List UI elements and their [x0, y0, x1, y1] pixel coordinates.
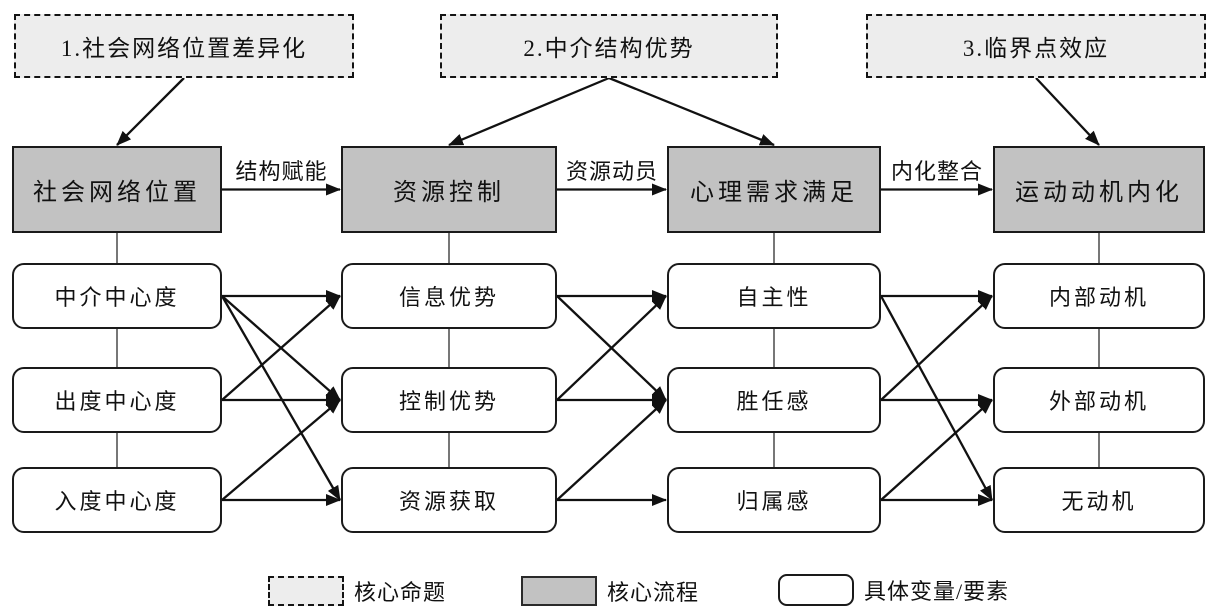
flow-box-2: 资源控制: [341, 146, 557, 233]
variable-arrow: [221, 295, 341, 501]
proposition-box-3: 3.临界点效应: [866, 14, 1206, 78]
variable-arrow: [556, 295, 667, 401]
variable-arrow: [221, 399, 341, 501]
variable-box-c1r2: 出度中心度: [12, 367, 222, 433]
proposition-arrow: [448, 76, 610, 147]
legend-label: 核心流程: [607, 580, 700, 605]
proposition-box-1: 1.社会网络位置差异化: [14, 14, 354, 78]
flow-box-3: 心理需求满足: [667, 146, 881, 233]
variable-box-c1r3: 入度中心度: [12, 467, 222, 533]
variable-arrow: [221, 295, 341, 401]
proposition-arrow: [116, 77, 185, 146]
flow-edge-label-1: 结构赋能: [235, 159, 328, 184]
variable-box-c2r1: 信息优势: [341, 263, 557, 329]
legend-item-variable: 具体变量/要素: [778, 574, 1009, 606]
legend-label: 具体变量/要素: [864, 579, 1010, 604]
variable-box-c3r1: 自主性: [667, 263, 881, 329]
proposition-arrow: [608, 76, 775, 147]
variable-box-c3r2: 胜任感: [667, 367, 881, 433]
variable-box-c2r3: 资源获取: [341, 467, 557, 533]
variable-box-c3r3: 归属感: [667, 467, 881, 533]
variable-swatch: [778, 574, 854, 606]
proposition-arrow: [1035, 77, 1100, 146]
variable-box-c2r2: 控制优势: [341, 367, 557, 433]
variable-arrow: [879, 295, 994, 501]
legend-item-proposition: 核心命题: [268, 575, 446, 607]
flow-box-1: 社会网络位置: [12, 146, 222, 233]
variable-arrow: [880, 295, 993, 401]
legend-item-process: 核心流程: [521, 575, 699, 607]
proposition-swatch: [268, 576, 344, 606]
variable-arrow: [556, 399, 667, 501]
variable-box-c4r1: 内部动机: [993, 263, 1205, 329]
variable-arrow: [880, 399, 993, 501]
variable-box-c1r1: 中介中心度: [12, 263, 222, 329]
variable-box-c4r2: 外部动机: [993, 367, 1205, 433]
legend-label: 核心命题: [354, 580, 447, 605]
variable-box-c4r3: 无动机: [993, 467, 1205, 533]
proposition-box-2: 2.中介结构优势: [440, 14, 778, 78]
process-swatch: [521, 576, 597, 606]
flow-edge-label-3: 内化整合: [890, 159, 983, 184]
flow-box-4: 运动动机内化: [993, 146, 1205, 233]
flow-edge-label-2: 资源动员: [565, 159, 658, 184]
